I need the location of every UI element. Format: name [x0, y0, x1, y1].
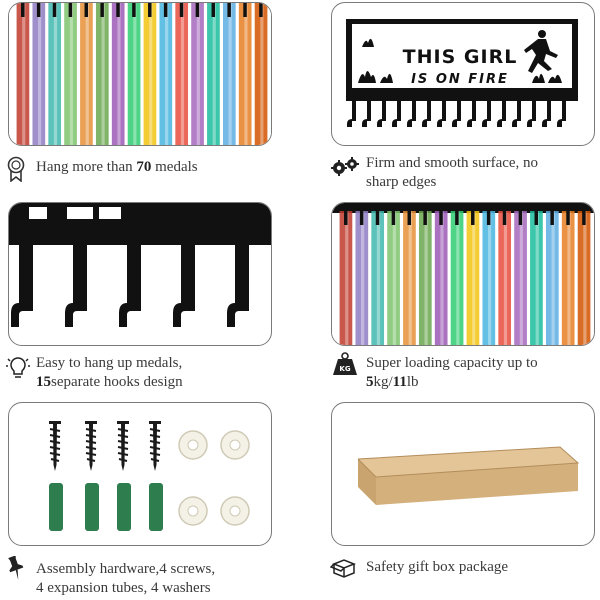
weight-icon: KG: [332, 352, 358, 376]
hardware-image: [49, 421, 250, 531]
lightbulb-icon: [6, 356, 30, 380]
pushpin-icon: [6, 556, 26, 580]
capacity-kg: 5: [366, 374, 374, 390]
screws: [49, 421, 161, 471]
sign-photo: THIS GIRL IS ON FIRE: [331, 2, 595, 146]
medal-rack-photo: [8, 2, 272, 146]
capacity-lb: 11: [392, 374, 407, 390]
expansion-tubes: [49, 483, 163, 531]
sign-line-1: THIS GIRL: [403, 46, 518, 68]
weight-icon-label: KG: [339, 365, 350, 373]
sign-image: THIS GIRL IS ON FIRE: [346, 19, 578, 127]
medal-rack-ribbons-image: [9, 3, 271, 145]
gift-box-photo: [331, 402, 595, 546]
loaded-rack-ribbons-image: [332, 203, 594, 345]
medal-capacity-caption: Hang more than 70 medals: [36, 159, 198, 175]
surface-caption: Firm and smooth surface, no sharp edges: [366, 155, 539, 190]
hook-count: 15: [36, 374, 51, 390]
sign-line-2: IS ON FIRE: [411, 72, 509, 87]
medal-count: 70: [136, 159, 152, 175]
hardware-photo: [8, 402, 272, 546]
gears-icon: [330, 156, 360, 176]
hooks-closeup-image: [9, 203, 271, 327]
gift-box-icon: [330, 556, 358, 578]
medal-icon: [7, 156, 25, 182]
hardware-caption: Assembly hardware,4 screws, 4 expansion …: [36, 561, 216, 596]
loading-capacity-caption: Super loading capacity up to 5kg/11lb: [366, 355, 538, 390]
hooks-caption: Easy to hang up medals, 15separate hooks…: [36, 355, 183, 390]
gift-box-image: [357, 446, 580, 505]
gift-box-caption: Safety gift box package: [366, 559, 509, 575]
loaded-rack-photo: [331, 202, 595, 346]
hooks-closeup-photo: [8, 202, 272, 346]
